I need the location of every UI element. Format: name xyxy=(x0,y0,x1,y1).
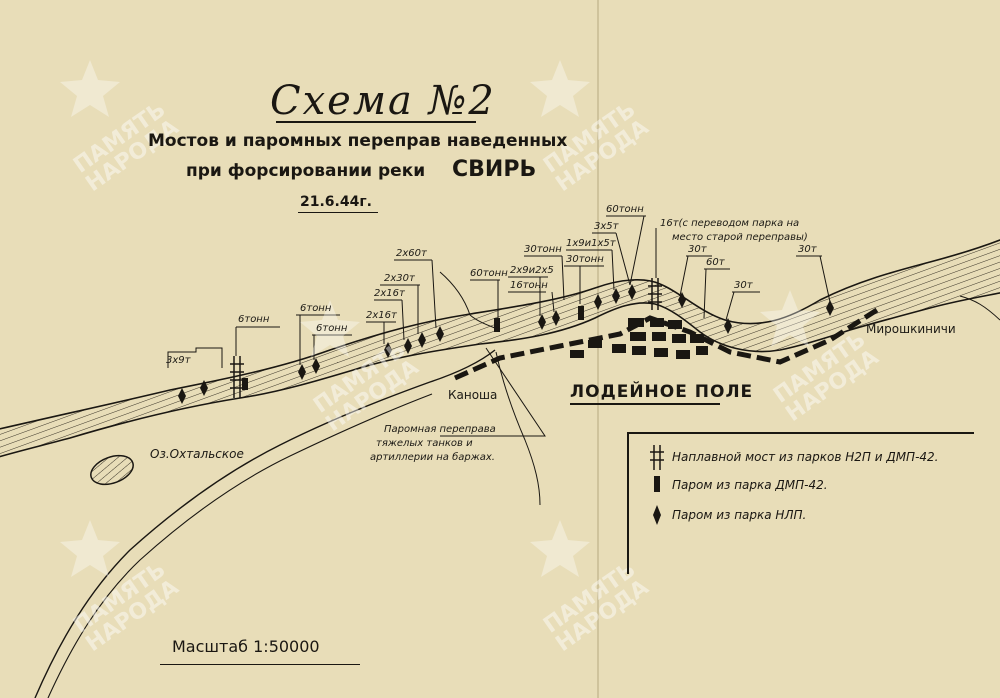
scale-underline xyxy=(160,664,360,665)
pontoon-bridge-west xyxy=(230,356,244,398)
crossing-label: 60тонн xyxy=(606,204,644,215)
crossing-label: 16т(с переводом парка на xyxy=(660,218,800,229)
barge-note-line-1: Паромная переправа xyxy=(384,424,496,435)
ferry-rect-markers xyxy=(242,306,584,390)
place-lodeynoe-pole: ЛОДЕЙНОЕ ПОЛЕ xyxy=(570,382,754,402)
crossing-label: 2х30т xyxy=(384,273,415,284)
barge-ferry-pointer xyxy=(440,347,546,437)
north-stream xyxy=(439,271,501,331)
watermark-stars xyxy=(60,60,820,577)
legend-box xyxy=(627,432,974,574)
okhtalskoe-lake xyxy=(90,454,134,486)
crossing-label: 30тонн xyxy=(566,254,604,265)
label-leader-lines xyxy=(167,215,831,368)
crossing-label: 2х9и2х5 xyxy=(510,265,554,276)
ferry-markers xyxy=(178,284,834,404)
crossing-label: 6тонн xyxy=(300,303,332,314)
legend-ferry-dmp-text: Паром из парка ДМП-42. xyxy=(672,478,828,492)
crossing-label: 6тонн xyxy=(238,314,270,325)
north-stream-east xyxy=(959,295,1000,321)
subtitle-line-2a: при форсировании реки xyxy=(186,161,426,181)
legend-ferry-dmp-symbol xyxy=(654,476,660,492)
crossing-label: 60тонн xyxy=(470,268,508,279)
crossing-label: 3х5т xyxy=(594,221,619,232)
crossing-label: 6тонн xyxy=(316,323,348,334)
crossing-label: 30т xyxy=(688,244,707,255)
place-okhtalskoe: Оз.Охтальское xyxy=(150,447,244,461)
crossing-label: 1х9и1х5т xyxy=(566,238,616,249)
barge-note-line-3: артиллерии на баржах. xyxy=(370,452,495,463)
crossing-label: 16тонн xyxy=(510,280,548,291)
crossing-label: место старой переправы) xyxy=(672,232,808,243)
legend-bridge-text: Наплавной мост из парков Н2П и ДМП-42. xyxy=(672,450,939,464)
crossing-label: 60т xyxy=(706,257,725,268)
crossing-label: 2х16т xyxy=(374,288,405,299)
lodeynoe-pole-town xyxy=(570,318,708,359)
crossing-label: 30т xyxy=(798,244,817,255)
legend-ferry-nlp-text: Паром из парка НЛП. xyxy=(672,508,807,522)
date-underline xyxy=(298,212,378,213)
map-scale: Масштаб 1:50000 xyxy=(172,637,320,656)
title-underline xyxy=(276,121,476,123)
barge-note-line-2: тяжелых танков и xyxy=(376,438,473,449)
pontoon-bridge-east xyxy=(648,278,662,310)
south-stream xyxy=(495,351,541,506)
subtitle-line-1: Мостов и паромных переправ наведенных xyxy=(148,131,568,151)
lodeynoe-underline xyxy=(570,403,720,405)
crossing-label: 3х9т xyxy=(166,355,191,366)
crossing-label: 2х16т xyxy=(366,310,397,321)
map-date: 21.6.44г. xyxy=(300,194,372,210)
map-title: Схема №2 xyxy=(270,78,496,124)
river-name: СВИРЬ xyxy=(452,157,537,182)
legend-bridge-symbol xyxy=(650,445,664,470)
svir-river xyxy=(0,239,1000,458)
place-miroshkinichi: Мирошкиничи xyxy=(866,322,956,336)
legend-ferry-nlp-symbol xyxy=(653,505,661,525)
tributary-river xyxy=(34,349,496,698)
crossing-label: 2х60т xyxy=(396,248,427,259)
place-kanoma: Каноша xyxy=(448,388,498,402)
crossing-label: 30тонн xyxy=(524,244,562,255)
tributary-river-bank xyxy=(47,393,433,698)
crossing-label: 30т xyxy=(734,280,753,291)
